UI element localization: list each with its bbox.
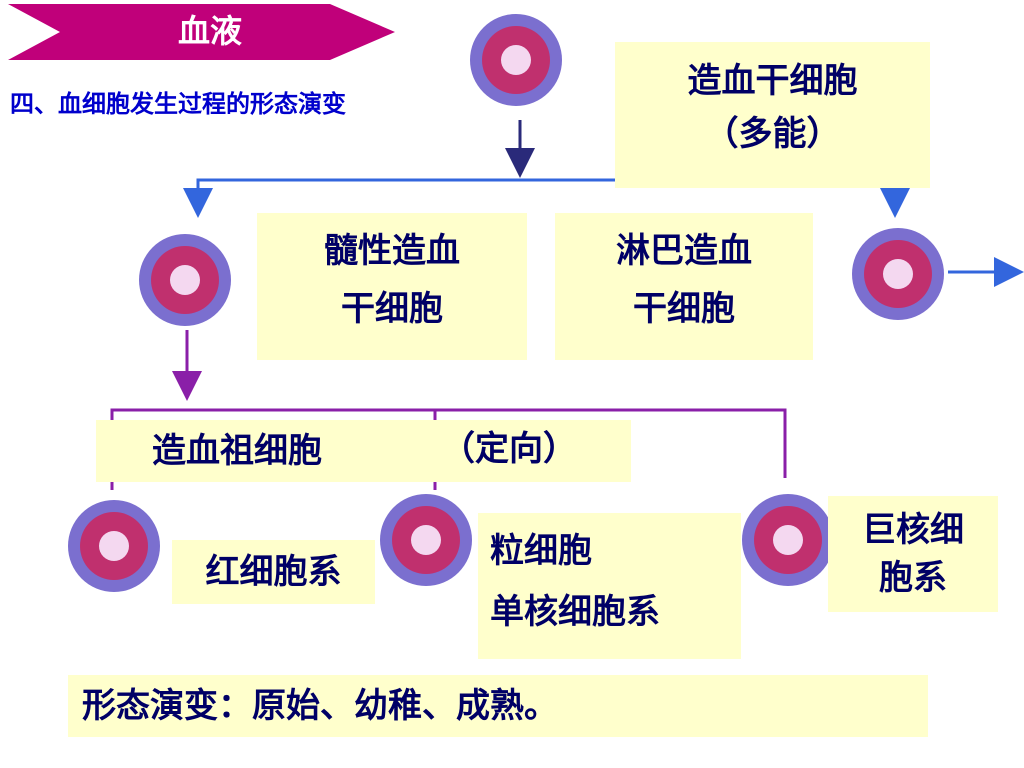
megakaryocyte-box: 巨核细 胞系 (828, 496, 998, 612)
cell-icon (68, 500, 160, 592)
summary-text: 形态演变：原始、幼稚、成熟。 (82, 686, 558, 726)
stem-cell-note: （多能） (704, 114, 841, 154)
progenitor-label: 造血祖细胞 (152, 431, 322, 471)
cell-icon (852, 228, 944, 320)
cell-icon (470, 14, 562, 106)
cell-icon (380, 494, 472, 586)
lymphoid-stem-box: 淋巴造血 干细胞 (555, 213, 813, 360)
granulocyte-box: 粒细胞 单核细胞系 (478, 513, 741, 659)
myeloid-stem-line2: 干细胞 (341, 289, 443, 329)
erythroid-box: 红细胞系 (172, 540, 375, 604)
cell-icon (742, 494, 834, 586)
myeloid-stem-line1: 髓性造血 (324, 231, 460, 271)
myeloid-stem-box: 髓性造血 干细胞 (257, 213, 527, 360)
progenitor-note: （定向） (441, 429, 577, 469)
granulocyte-line2: 单核细胞系 (490, 592, 660, 632)
lymphoid-stem-line1: 淋巴造血 (616, 231, 752, 271)
progenitor-box: 造血祖细胞 （定向） (96, 420, 631, 482)
title-banner (8, 4, 395, 60)
summary-box: 形态演变：原始、幼稚、成熟。 (68, 675, 928, 737)
stem-cell-label: 造血干细胞 (687, 61, 858, 101)
granulocyte-line1: 粒细胞 (490, 531, 592, 571)
lymphoid-stem-line2: 干细胞 (633, 289, 735, 329)
banner-label: 血液 (177, 12, 242, 50)
megakaryocyte-line2: 胞系 (879, 558, 947, 598)
erythroid-label: 红细胞系 (205, 552, 342, 592)
cell-icon (139, 234, 231, 326)
page-subtitle: 四、血细胞发生过程的形态演变 (10, 90, 346, 118)
megakaryocyte-line1: 巨核细 (862, 510, 964, 550)
stem-cell-box: 造血干细胞 （多能） (615, 42, 930, 188)
